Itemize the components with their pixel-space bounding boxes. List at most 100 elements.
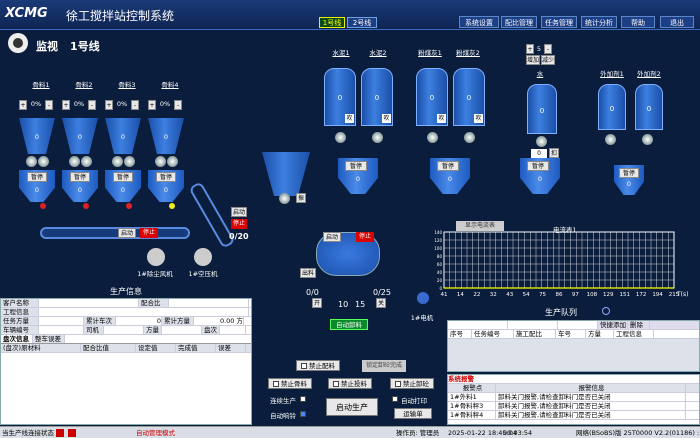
silo-value: 0 [429,94,435,103]
water-pause-button[interactable]: 暂停 [527,161,549,171]
continuous-production-checkbox[interactable] [300,396,306,402]
gate-valve-icon [167,156,178,167]
weigh-value: 0 [77,186,83,194]
aggregate-plus-button[interactable]: + [62,100,70,110]
aggregate-pause-button[interactable]: 暂停 [70,172,90,182]
forbid-concrete-unload-toggle[interactable]: 禁止卸砼 [390,378,434,389]
hopper-tag[interactable]: 振 [296,193,306,203]
recipe-label: 配合比 [139,299,169,307]
additive-tank-2: 0 [635,84,663,130]
weigh-value: 0 [120,186,126,194]
cement-pause-button[interactable]: 暂停 [345,161,367,171]
belt-stop-button[interactable]: 停止 [140,228,158,238]
x-tick-label: 108 [587,292,598,298]
alarm-col-point: 报警点 [448,384,496,392]
y-tick-label: 100 [434,246,442,251]
delete-button[interactable]: 删除 [628,321,650,329]
forbid-feed-toggle[interactable]: 禁止投料 [328,378,372,389]
belt-start-button[interactable]: 启动 [118,228,136,238]
quick-add-button[interactable]: 快捷添加 [600,321,628,329]
queue-select-2[interactable] [508,321,558,329]
line-tab-1[interactable]: 1号线 [319,17,345,28]
water-tag[interactable]: 扣 [549,148,559,158]
menu-help[interactable]: 帮助 [621,16,655,28]
silo-blow-tag[interactable]: 吹 [345,114,354,123]
aggregate-pause-button[interactable]: 暂停 [113,172,133,182]
air-compressor-icon[interactable] [194,248,212,266]
menu-statistics[interactable]: 统计分析 [581,16,617,28]
dust-fan-icon[interactable] [147,248,165,266]
water-plus-button[interactable]: + [526,44,534,54]
silo-blow-tag[interactable]: 吹 [437,114,446,123]
driver-select[interactable] [104,326,144,334]
aggregate-minus-button[interactable]: - [45,100,53,110]
auto-print-checkbox[interactable] [392,396,398,402]
y-tick-label: 120 [434,238,442,243]
aggregate-plus-button[interactable]: + [148,100,156,110]
auto-unload-indicator[interactable]: 自动卸料 [330,319,368,330]
forbid-concrete-unload-label: 禁止卸砼 [403,380,429,388]
gate-valve-icon [124,156,135,167]
water-increase-button[interactable]: 增加 [526,55,540,65]
transport-slip-button[interactable]: 运输单 [394,408,432,419]
flyash-pause-button[interactable]: 暂停 [437,161,459,171]
aggregate-pause-button[interactable]: 暂停 [27,172,47,182]
x-tick-label: 14 [457,292,464,298]
truck-select[interactable] [39,326,84,334]
mixer-close-button[interactable]: 关 [376,298,386,308]
operator-status: 操作员: 管理员 [396,429,440,437]
water-decrease-button[interactable]: 减少 [541,55,555,65]
queue-select-3[interactable] [558,321,598,329]
silo-blow-tag[interactable]: 吹 [474,114,483,123]
y-tick-label: 40 [437,270,443,275]
top-bar: XCMG 徐工搅拌站控制系统 1号线 2号线 系统设置 配比管理 任务管理 统计… [0,0,700,30]
y-tick-label: 140 [434,230,442,235]
aggregate-value: 0 [77,133,83,141]
queue-select-1[interactable] [448,321,508,329]
tab-batch-info[interactable]: 盘次信息 [1,335,33,343]
volume-input[interactable] [162,326,202,334]
silo-label: 粉煤灰1 [418,49,442,57]
air-compressor-label: 1#空压机 [188,270,218,278]
aggregate-minus-button[interactable]: - [131,100,139,110]
line-tab-2[interactable]: 2号线 [347,17,377,28]
alarm-info: 卸料关门报警,请检查卸料门是否已关闭 [496,402,686,410]
forbid-batching-toggle[interactable]: 禁止配料 [296,360,340,371]
mixer-discharge-tag[interactable]: 出料 [300,268,316,278]
mixer-stop-button[interactable]: 停止 [356,232,374,242]
incline-stop-button[interactable]: 停止 [231,219,247,229]
aggregate-plus-button[interactable]: + [105,100,113,110]
tab-truck-error[interactable]: 整车误差 [33,335,65,343]
start-production-button[interactable]: 启动生产 [326,398,378,416]
additive-pause-button[interactable]: 暂停 [619,168,639,178]
additive-value: 0 [646,104,652,113]
auto-bell-checkbox[interactable] [300,411,306,417]
water-valve-icon [536,136,547,147]
silo-blow-tag[interactable]: 吹 [382,114,391,123]
chart-tab[interactable]: 显示电流表 [456,221,504,231]
menu-system-settings[interactable]: 系统设置 [459,16,499,28]
forbid-aggregate-toggle[interactable]: 禁止骨料 [268,378,312,389]
forbid-batching-label: 禁止配料 [309,362,335,370]
menu-task[interactable]: 任务管理 [541,16,577,28]
recipe-value [169,299,249,307]
aggregate-pause-button[interactable]: 暂停 [156,172,176,182]
queue-col-project: 工程信息 [614,330,654,338]
x-tick-label: 151 [619,292,630,298]
incline-start-button[interactable]: 启动 [231,207,247,217]
water-minus-button[interactable]: - [544,44,552,54]
water-tank: 0 [527,84,557,134]
aggregate-minus-button[interactable]: - [174,100,182,110]
water-value: 0 [539,106,545,115]
aggregate-plus-button[interactable]: + [19,100,27,110]
x-tick-label: 43 [506,292,513,298]
aggregate-minus-button[interactable]: - [88,100,96,110]
mixer-start-button[interactable]: 启动 [323,232,341,242]
menu-recipe[interactable]: 配比管理 [501,16,537,28]
refresh-icon[interactable] [602,307,610,315]
menu-exit[interactable]: 退出 [660,16,694,28]
mixer-open-button[interactable]: 开 [312,298,322,308]
